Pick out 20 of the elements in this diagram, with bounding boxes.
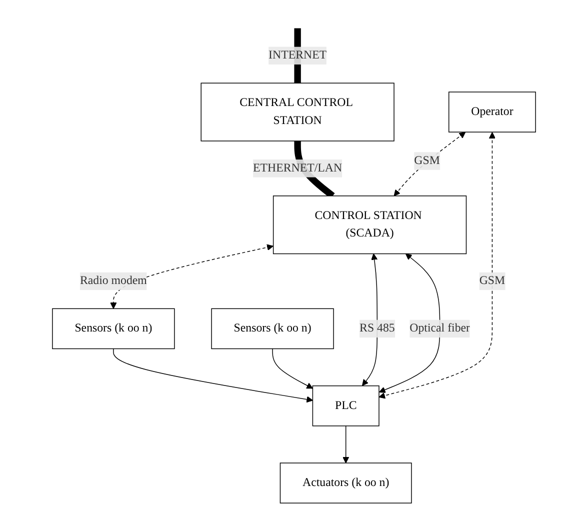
node-box: Actuators (k oo n) [280,462,412,504]
node-box: Sensors (k oo n) [211,308,334,350]
edge-label: RS 485 [360,322,395,335]
arrow [342,426,350,464]
arrow [113,348,313,403]
edge-label: ETHERNET/LAN [253,162,342,174]
arrow [378,253,440,393]
node-box: CONTROL STATION (SCADA) [272,196,467,254]
node-box: Operator [448,92,536,132]
arrow [378,132,496,399]
edge-label: INTERNET [268,48,327,62]
edge-label: GSM [479,274,506,288]
edge-label: Optical fiber [410,322,470,335]
arrow [394,132,466,196]
node-box: PLC [312,385,380,426]
edge-label: Radio modem [80,274,147,288]
arrow [272,348,313,389]
edge-label: GSM [414,154,440,167]
node-box: Sensors (k oo n) [52,308,175,350]
node-box: CENTRAL CONTROL STATION [200,82,394,142]
